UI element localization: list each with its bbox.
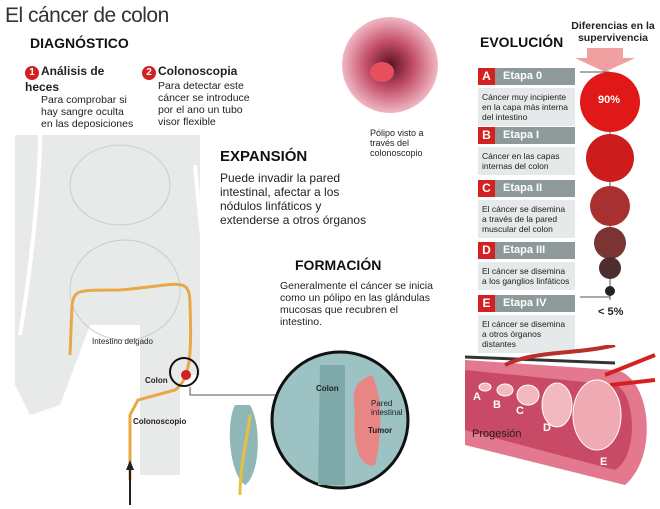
zoom-circle — [169, 357, 199, 387]
stage-label: Etapa III — [503, 244, 546, 256]
zoom-label-pared: Pared intestinal — [371, 399, 403, 417]
small-colon — [229, 405, 258, 485]
polyp-photo — [342, 17, 438, 113]
survival-circle — [605, 286, 615, 296]
stage-e: E Etapa IV El cáncer se disemina a otros ó… — [478, 295, 575, 353]
progression-label: Progesión — [472, 428, 522, 440]
stage-letter: B — [478, 127, 495, 144]
stage-description: Cáncer en las capas internas del colon — [478, 147, 575, 175]
formacion-heading: FORMACIÓN — [295, 257, 382, 273]
stage-d: D Etapa III El cáncer se disemina a los ga… — [478, 242, 575, 290]
stage-label: Etapa IV — [503, 297, 547, 309]
stage-label: Etapa II — [503, 182, 543, 194]
evolucion-heading: EVOLUCIÓN — [480, 34, 564, 50]
stage-description: Cáncer muy incipiente en la capa más int… — [478, 88, 575, 126]
zoom-label-tumor: Tumor — [368, 426, 393, 435]
item-title: Colonoscopia — [158, 64, 238, 78]
stage-description: El cáncer se disemina a través de la par… — [478, 200, 575, 238]
tumor-dot — [181, 370, 191, 380]
stage-label: Etapa 0 — [503, 70, 543, 82]
number-badge: 2 — [142, 66, 156, 80]
number-badge: 1 — [25, 66, 39, 80]
stage-a: A Etapa 0 Cáncer muy incipiente en la capa… — [478, 68, 575, 126]
progression-letter-a: A — [473, 391, 481, 403]
survival-circle — [580, 72, 640, 132]
item-title: Análisis de heces — [25, 64, 105, 94]
stage-header: D Etapa III — [478, 242, 575, 259]
progression-letter-c: C — [516, 405, 524, 417]
anatomy-illustration — [15, 134, 410, 505]
formacion-text: Generalmente el cáncer se inicia como un… — [280, 280, 433, 328]
stage-b: B Etapa I Cáncer en las capas internas del… — [478, 127, 575, 175]
tumor-shape — [353, 375, 381, 466]
progression-letter-b: B — [493, 399, 501, 411]
survival-circle — [590, 186, 630, 226]
progression-letter-e: E — [600, 456, 608, 468]
label-colon: Colon — [145, 376, 168, 385]
arrow-down-icon — [575, 48, 635, 72]
survival-circle — [586, 134, 634, 182]
stage-letter: E — [478, 295, 495, 312]
survival-circle — [599, 257, 621, 279]
stage-label: Etapa I — [503, 129, 540, 141]
stage-header: E Etapa IV — [478, 295, 575, 312]
stage-header: A Etapa 0 — [478, 68, 575, 85]
stage-description: El cáncer se disemina a los ganglios lin… — [478, 262, 575, 290]
item-text: Para detectar este cáncer se introduce p… — [158, 80, 250, 128]
expansion-text: Puede invadir la pared intestinal, afect… — [220, 171, 367, 227]
page-title: El cáncer de colon — [5, 4, 169, 27]
stage-header: B Etapa I — [478, 127, 575, 144]
survival-circle — [594, 227, 626, 259]
polyp-caption: Pólipo visto a través del colonoscopio — [370, 128, 424, 158]
stage-letter: D — [478, 242, 495, 259]
expansion-heading: EXPANSIÓN — [220, 148, 308, 165]
label-intestino: Intestino delgado — [92, 337, 153, 346]
item-text: Para comprobar si hay sangre oculta en l… — [41, 94, 134, 130]
stage-description: El cáncer se disemina a otros órganos di… — [478, 315, 575, 353]
label-colonoscopio: Colonoscopio — [133, 417, 187, 426]
stage-header: C Etapa II — [478, 180, 575, 197]
survival-circles — [580, 71, 640, 300]
stage-letter: A — [478, 68, 495, 85]
body-silhouette — [15, 135, 200, 475]
survival-bottom-value: < 5% — [598, 306, 624, 318]
diagnostico-heading: DIAGNÓSTICO — [30, 35, 129, 51]
survival-top-value: 90% — [598, 94, 621, 106]
progression-illustration — [465, 345, 656, 485]
organs-outline — [69, 144, 171, 226]
survival-heading: Diferencias en la supervivencia — [571, 20, 655, 44]
stage-letter: C — [478, 180, 495, 197]
zoom-label-colon: Colon — [316, 384, 339, 393]
progression-letter-d: D — [543, 422, 551, 434]
stage-c: C Etapa II El cáncer se disemina a través … — [478, 180, 575, 238]
